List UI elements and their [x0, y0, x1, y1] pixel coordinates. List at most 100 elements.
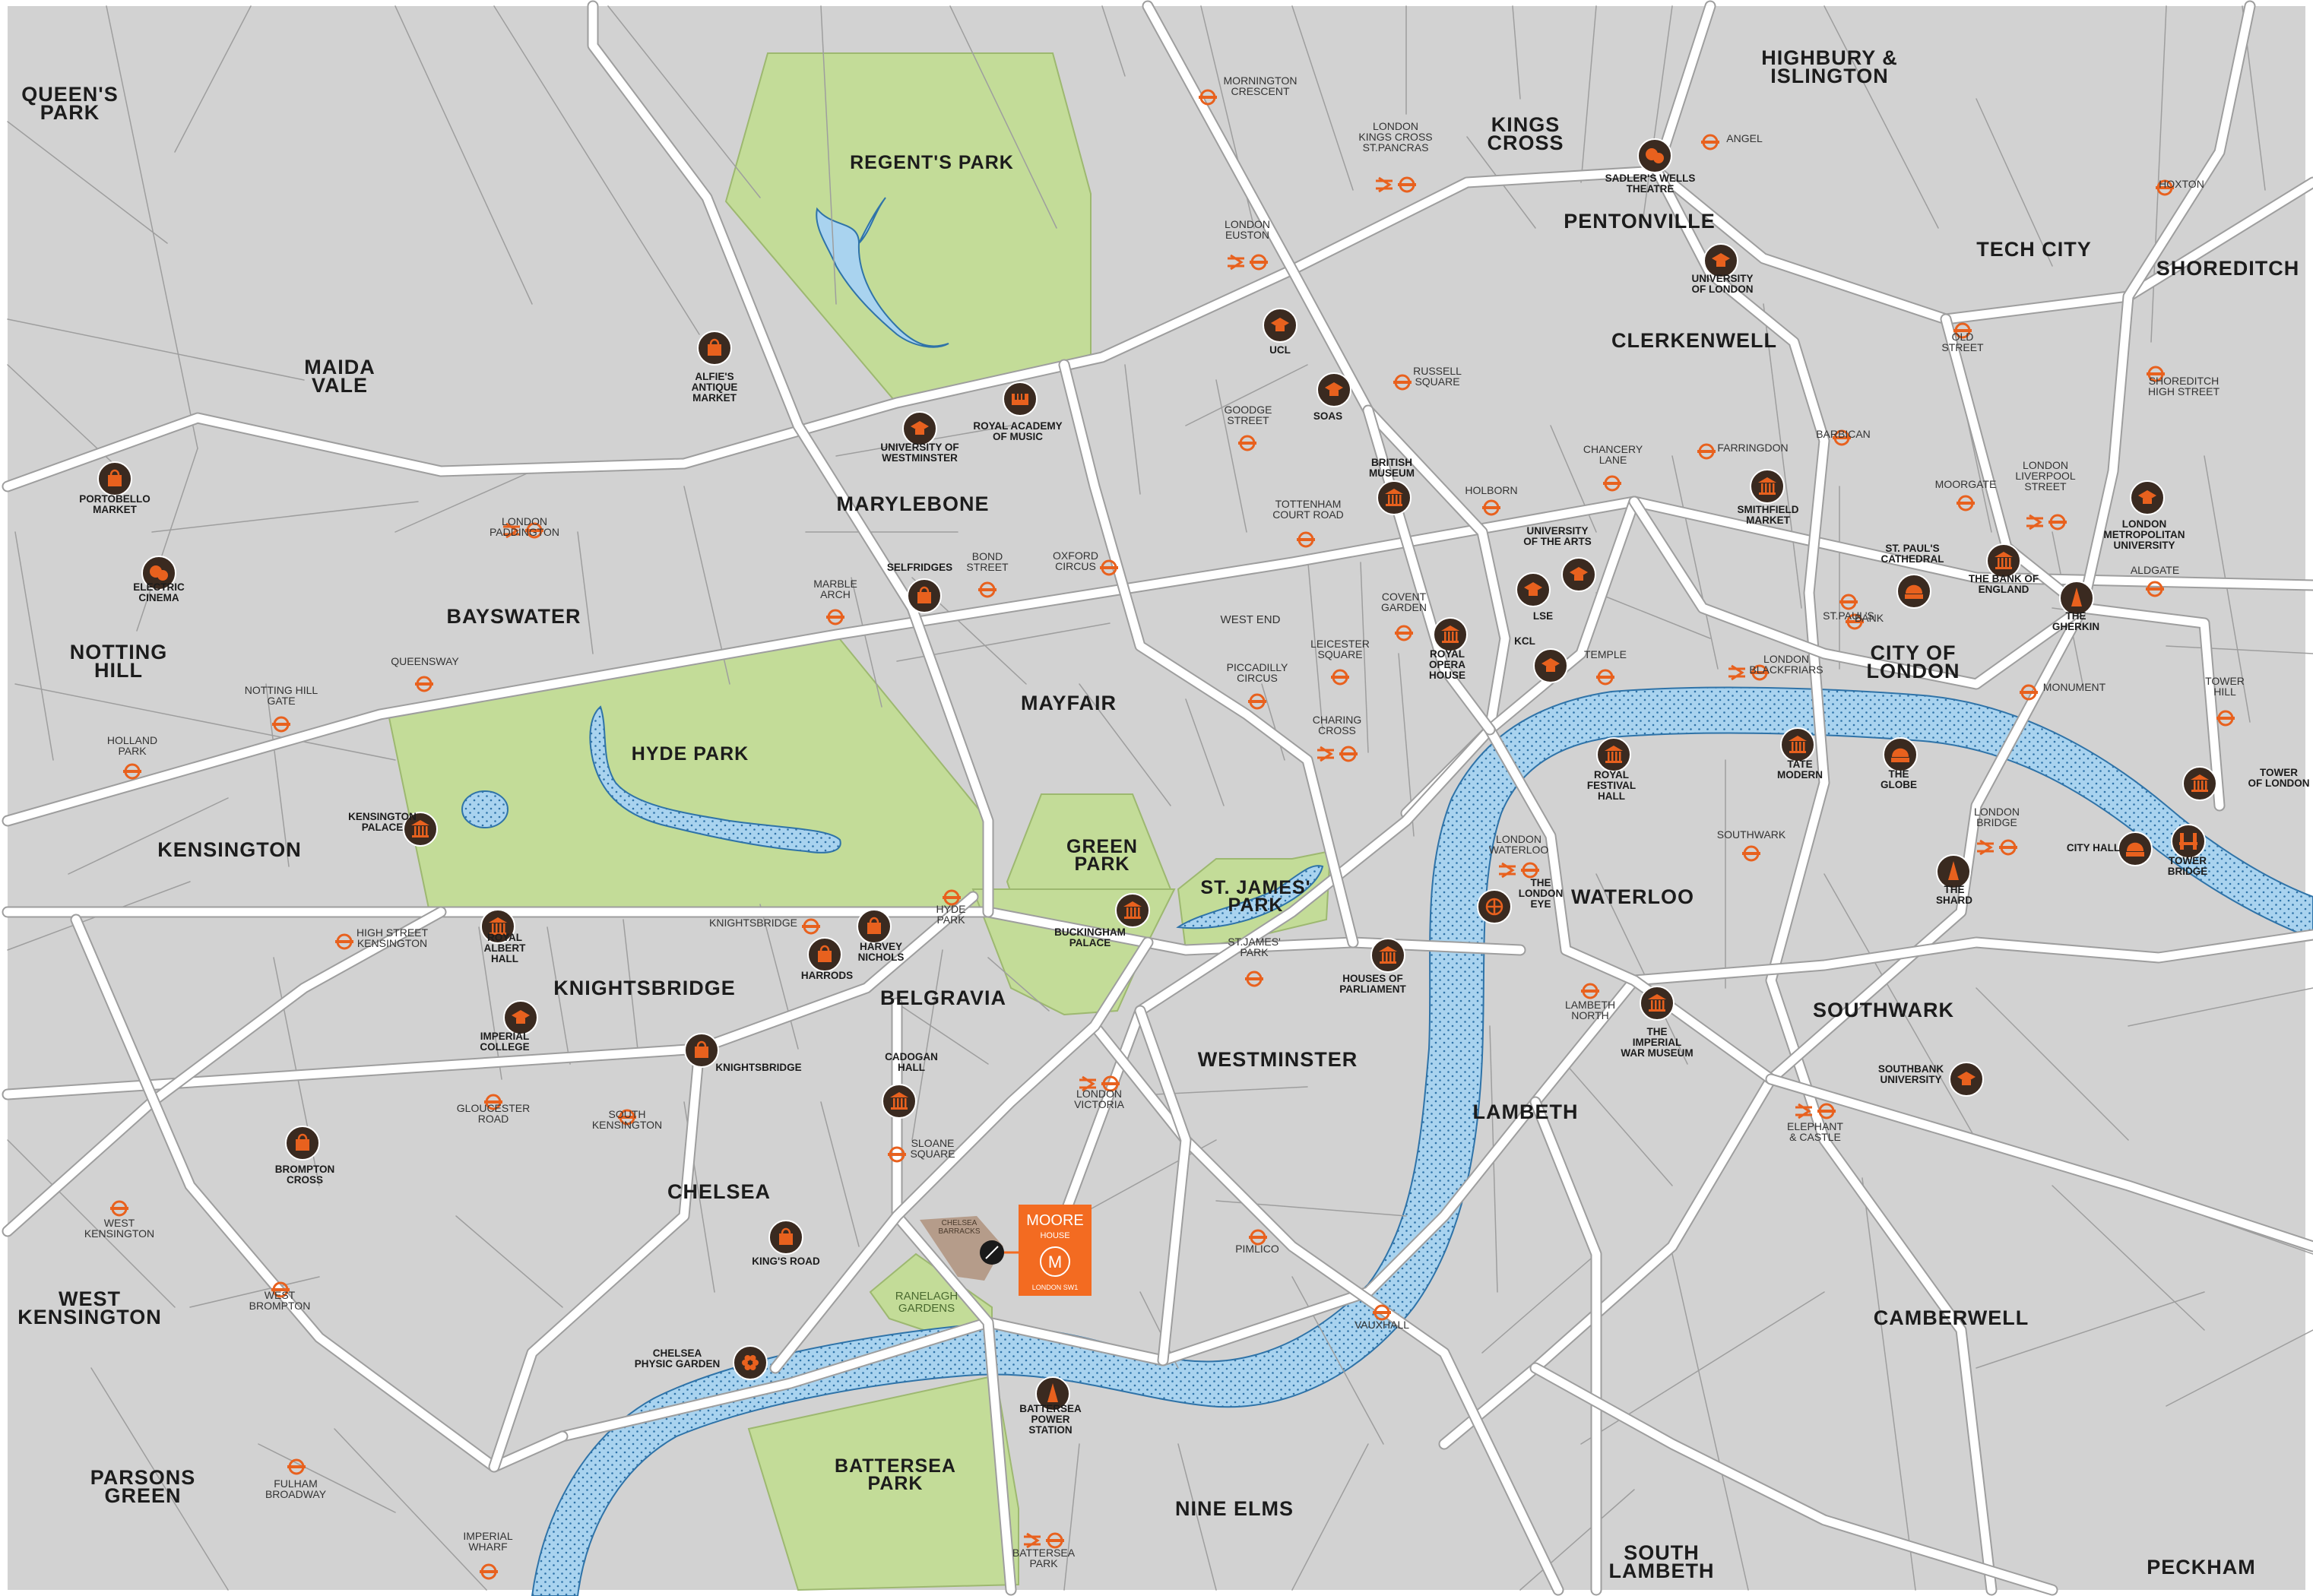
station-elephant-castle-marker[interactable] [1795, 1103, 1836, 1119]
poi-london-metropolitan-university-icon[interactable] [2130, 480, 2165, 515]
poi-portobello-market-icon[interactable] [97, 461, 132, 496]
poi-kcl-icon[interactable] [1533, 648, 1568, 683]
station-pimlico-marker[interactable] [1249, 1229, 1267, 1246]
station-gloucester-road-marker[interactable] [484, 1094, 502, 1110]
poi-selfridges-icon[interactable] [907, 578, 942, 613]
poi-smithfield-market-icon[interactable] [1750, 469, 1785, 504]
station-tower-hill-marker[interactable] [2216, 710, 2235, 727]
poi-alfies-antique-market-icon[interactable] [697, 331, 732, 366]
station-marble-arch-marker[interactable] [826, 609, 844, 625]
poi-cadogan-hall-icon[interactable] [882, 1084, 917, 1119]
station-leicester-square-marker[interactable] [1331, 669, 1349, 686]
poi-kensington-palace-icon[interactable] [403, 812, 438, 847]
station-st-james-park-stn-marker[interactable] [1245, 971, 1263, 987]
station-holland-park-marker[interactable] [123, 763, 141, 780]
station-monument-marker[interactable] [2020, 684, 2038, 701]
battersea-park-area[interactable] [747, 1374, 1019, 1591]
station-london-kings-cross-marker[interactable] [1376, 176, 1416, 193]
station-moorgate-marker[interactable] [1957, 495, 1975, 511]
station-london-blackfriars-marker[interactable] [1728, 664, 1769, 681]
poi-brompton-cross-icon[interactable] [285, 1126, 320, 1161]
station-old-street-marker[interactable] [1953, 322, 1972, 339]
moore-house-marker[interactable]: MOORE HOUSE M LONDON SW1 [980, 1205, 1092, 1296]
station-mornington-crescent-marker[interactable] [1199, 89, 1217, 106]
station-london-victoria-marker[interactable] [1079, 1075, 1120, 1092]
poi-knightsbridge-poi-icon[interactable] [684, 1033, 719, 1068]
station-sloane-square-marker[interactable] [888, 1146, 906, 1163]
station-angel-marker[interactable] [1701, 134, 1719, 150]
poi-royal-opera-house-icon[interactable] [1433, 617, 1468, 652]
station-knightsbridge-stn-marker[interactable] [802, 918, 820, 935]
station-chancery-lane-marker[interactable] [1603, 475, 1621, 492]
station-london-waterloo-marker[interactable] [1499, 862, 1539, 879]
poi-electric-cinema-icon[interactable] [141, 556, 176, 591]
poi-bank-of-england-icon[interactable] [1986, 543, 2021, 578]
station-aldgate-marker[interactable] [2146, 581, 2164, 597]
station-battersea-park-stn-marker[interactable] [1024, 1532, 1064, 1549]
station-bank-marker[interactable] [1846, 613, 1864, 630]
station-oxford-circus-marker[interactable] [1100, 559, 1118, 576]
poi-chelsea-physic-garden-icon[interactable] [733, 1345, 768, 1380]
station-london-paddington-marker[interactable] [503, 522, 543, 539]
poi-imperial-war-museum-icon[interactable] [1640, 986, 1675, 1021]
station-tottenham-court-road-marker[interactable] [1297, 531, 1315, 548]
poi-ucl-icon[interactable] [1263, 308, 1297, 343]
poi-tower-bridge-icon[interactable] [2171, 824, 2206, 859]
poi-st-pauls-cathedral-icon[interactable] [1896, 574, 1931, 609]
station-vauxhall-marker[interactable] [1373, 1304, 1391, 1321]
poi-the-shard-icon[interactable] [1936, 854, 1971, 889]
poi-the-gherkin-icon[interactable] [2059, 581, 2094, 616]
poi-houses-of-parliament-icon[interactable] [1370, 938, 1405, 973]
poi-university-of-london-icon[interactable] [1703, 243, 1738, 278]
station-holborn-marker[interactable] [1482, 499, 1500, 516]
poi-tate-modern-icon[interactable] [1780, 727, 1815, 762]
station-covent-garden-marker[interactable] [1395, 625, 1413, 641]
station-hyde-park-corner-marker[interactable] [943, 889, 961, 906]
station-imperial-wharf-marker[interactable] [480, 1563, 498, 1580]
poi-the-globe-icon[interactable] [1883, 737, 1918, 772]
poi-lse-icon[interactable] [1516, 572, 1551, 607]
station-barbican-marker[interactable] [1833, 429, 1851, 446]
station-lambeth-north-marker[interactable] [1581, 983, 1599, 999]
poi-southbank-university-icon[interactable] [1949, 1062, 1984, 1097]
poi-harvey-nichols-icon[interactable] [857, 909, 892, 944]
poi-soas-icon[interactable] [1317, 372, 1351, 407]
station-queensway-marker[interactable] [415, 676, 433, 692]
poi-harrods-icon[interactable] [807, 937, 842, 972]
station-southwark-stn-marker[interactable] [1742, 845, 1760, 862]
station-charing-cross-marker[interactable] [1317, 746, 1358, 762]
station-temple-marker[interactable] [1596, 669, 1614, 686]
poi-city-hall-icon[interactable] [2118, 831, 2153, 866]
poi-sadlers-wells-theatre-icon[interactable] [1637, 138, 1672, 173]
poi-royal-festival-hall-icon[interactable] [1596, 737, 1631, 772]
station-west-kensington-stn-marker[interactable] [110, 1200, 128, 1217]
moore-house-logo[interactable] [1019, 1205, 1092, 1296]
station-london-euston-marker[interactable] [1228, 254, 1268, 271]
station-south-kensington-marker[interactable] [618, 1109, 636, 1126]
station-high-street-kensington-marker[interactable] [335, 933, 353, 950]
station-goodge-street-marker[interactable] [1238, 435, 1256, 451]
poi-imperial-college-icon[interactable] [503, 1000, 538, 1035]
poi-battersea-power-station-icon[interactable] [1035, 1376, 1070, 1411]
station-hoxton-marker[interactable] [2156, 179, 2174, 196]
poi-british-museum-icon[interactable] [1377, 480, 1412, 515]
station-notting-hill-gate-marker[interactable] [272, 716, 290, 733]
station-west-brompton-marker[interactable] [271, 1281, 290, 1298]
station-farringdon-marker[interactable] [1697, 443, 1716, 460]
station-russell-square-marker[interactable] [1393, 374, 1412, 391]
station-london-bridge-marker[interactable] [1977, 839, 2017, 856]
poi-university-of-the-arts-icon[interactable] [1561, 557, 1596, 592]
station-shoreditch-high-street-marker[interactable] [2147, 366, 2165, 382]
station-piccadilly-circus-marker[interactable] [1248, 693, 1266, 710]
station-st-pauls-marker[interactable] [1839, 594, 1858, 610]
station-london-liverpool-street-marker[interactable] [2026, 514, 2067, 530]
station-bond-street-marker[interactable] [978, 581, 996, 598]
poi-royal-albert-hall-icon[interactable] [480, 909, 515, 944]
poi-london-eye-icon[interactable] [1477, 889, 1512, 924]
poi-royal-academy-of-music-icon[interactable] [1003, 382, 1038, 416]
poi-buckingham-palace-icon[interactable] [1115, 893, 1150, 928]
poi-university-of-westminster-icon[interactable] [902, 411, 937, 446]
poi-kings-road-icon[interactable] [768, 1220, 803, 1255]
station-fulham-broadway-marker[interactable] [287, 1458, 306, 1475]
